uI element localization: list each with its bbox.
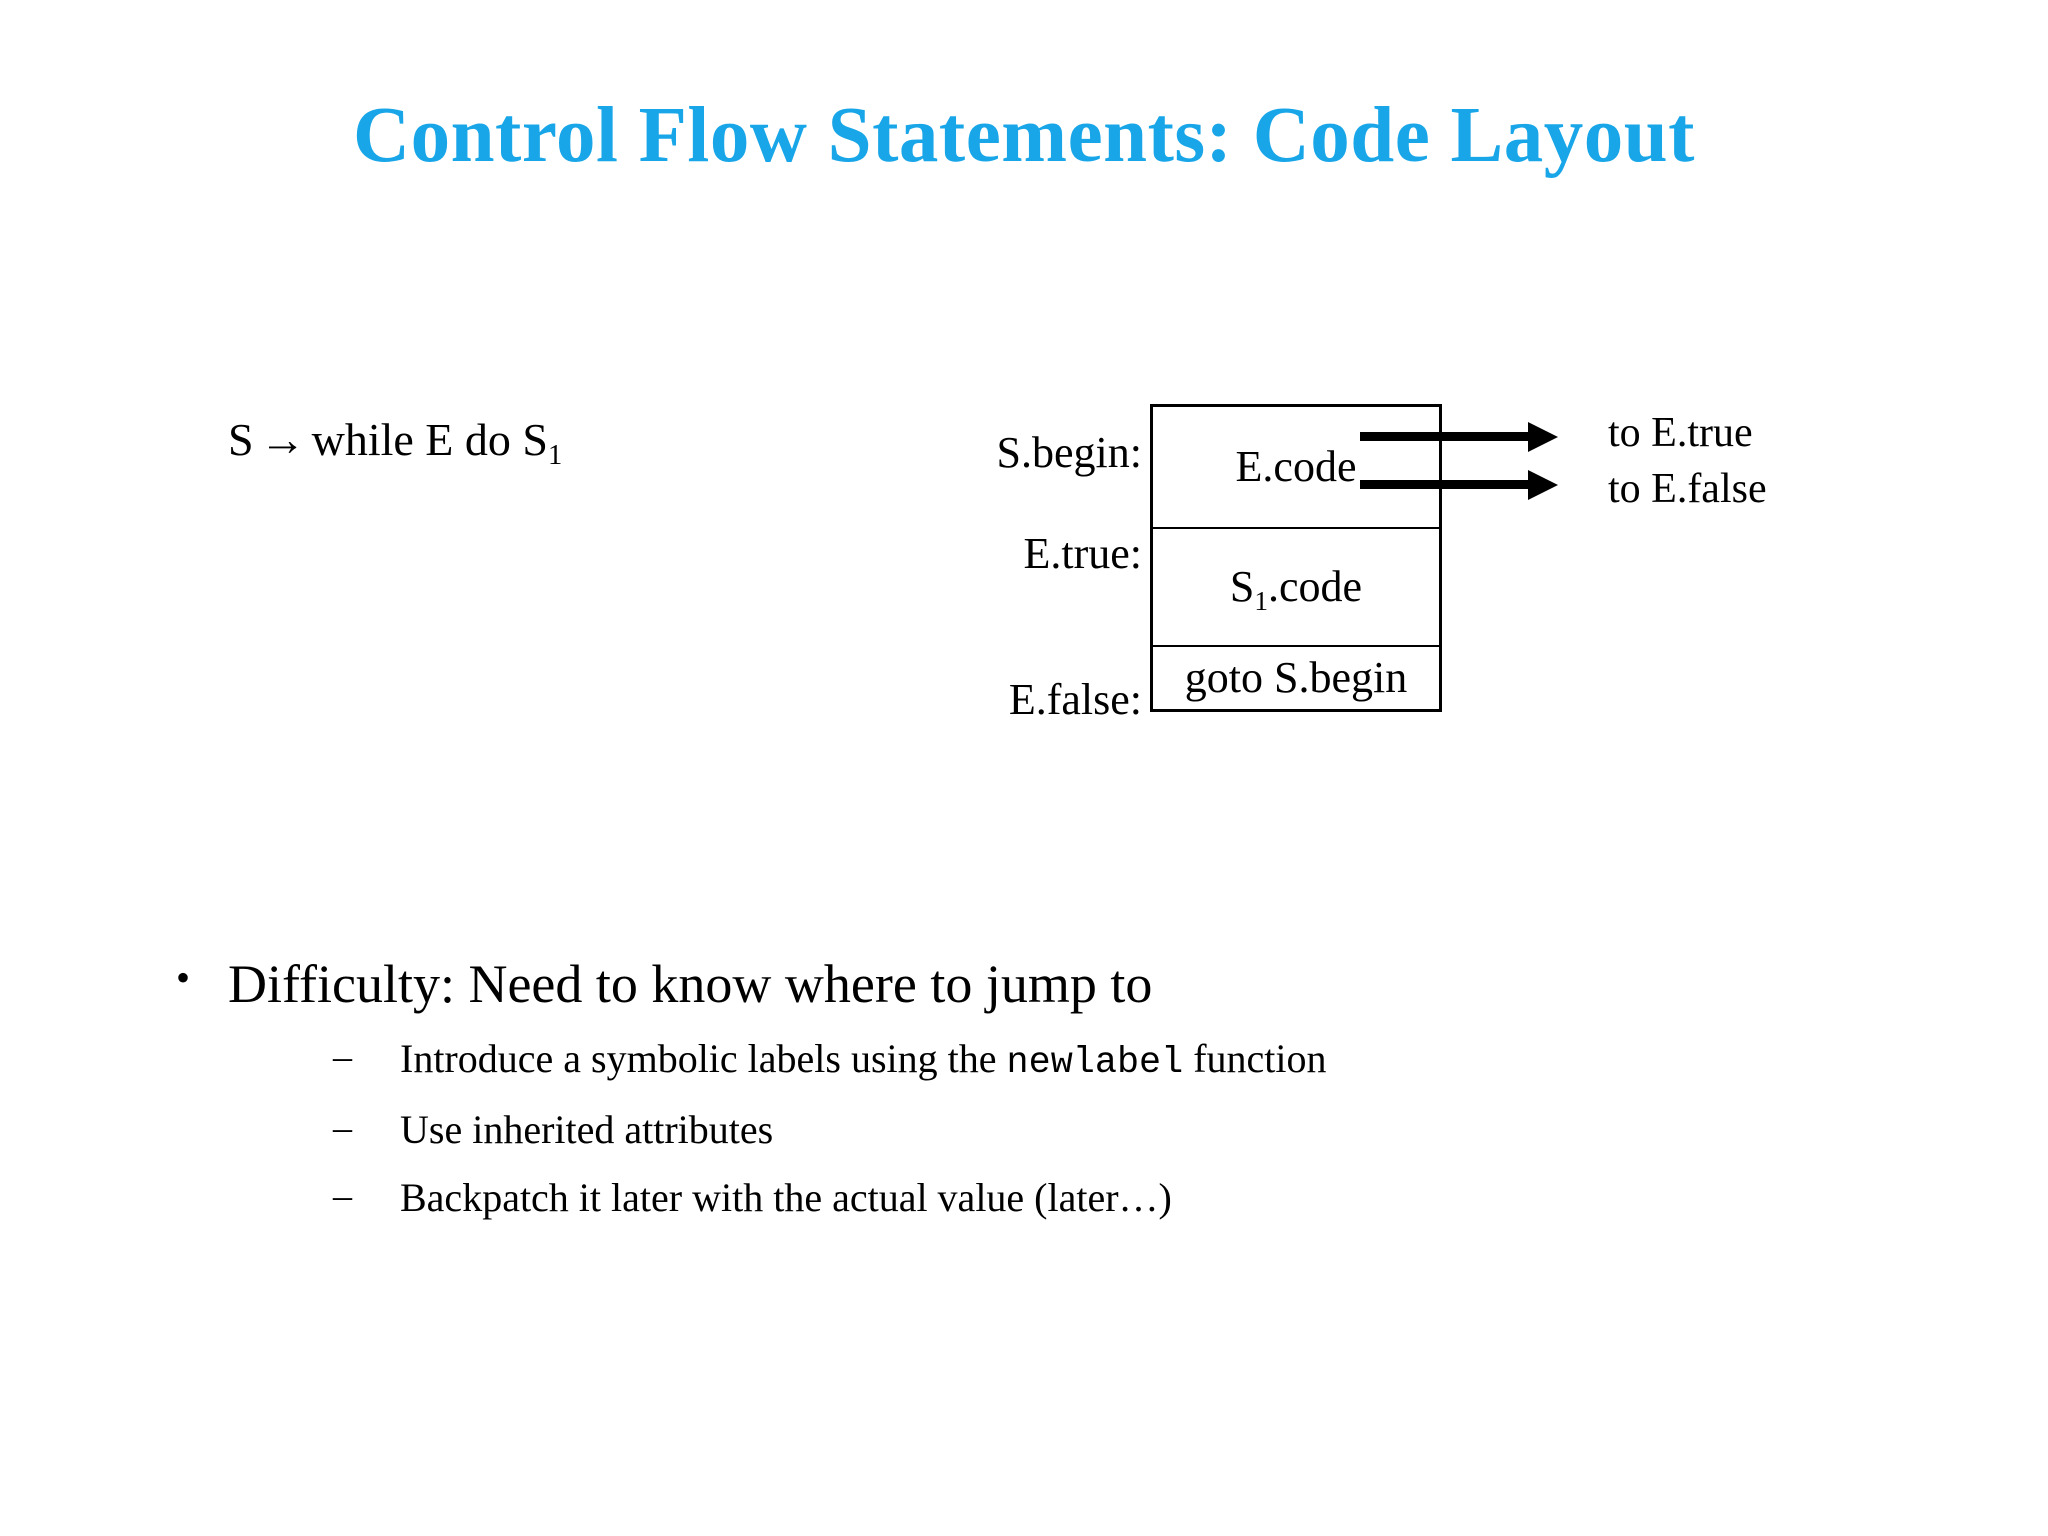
bullet-item-newlabel: – Introduce a symbolic labels using the n… bbox=[333, 1036, 2048, 1085]
bullet-item-newlabel-post: function bbox=[1183, 1036, 1327, 1082]
code-cell-s1-prefix: S bbox=[1229, 561, 1255, 611]
code-cell-s1-code: S1.code bbox=[1153, 529, 1439, 647]
code-cell-e-code-text: E.code bbox=[1235, 441, 1357, 491]
arrow-head bbox=[1528, 422, 1558, 452]
code-cell-s1-text: .code bbox=[1268, 561, 1363, 611]
bullet-marker-icon: • bbox=[176, 955, 191, 1000]
bullet-item-newlabel-pre: Introduce a symbolic labels using the bbox=[400, 1036, 1007, 1082]
code-cell-goto: goto S.begin bbox=[1153, 647, 1439, 709]
arrow-line bbox=[1360, 480, 1534, 489]
dash-marker-icon: – bbox=[333, 1106, 352, 1149]
bullet-list: • Difficulty: Need to know where to jump… bbox=[0, 954, 2048, 1221]
label-to-e-false: to E.false bbox=[1608, 466, 1767, 512]
label-e-false: E.false: bbox=[1008, 675, 1142, 724]
bullet-item-backpatch: – Backpatch it later with the actual valu… bbox=[333, 1174, 2048, 1221]
code-layout-diagram: S.begin: E.true: E.false: E.code S1.code… bbox=[960, 390, 1920, 810]
code-cell-goto-text: goto S.begin bbox=[1184, 652, 1408, 702]
code-box: E.code S1.code goto S.begin bbox=[1150, 404, 1442, 712]
dash-marker-icon: – bbox=[333, 1036, 352, 1079]
production-rule: S→while E do S1 bbox=[228, 414, 562, 471]
label-e-true: E.true: bbox=[1023, 529, 1142, 578]
bullet-item-inherited-attributes-text: Use inherited attributes bbox=[400, 1106, 774, 1152]
arrow-line bbox=[1360, 432, 1534, 441]
bullet-item-difficulty: • Difficulty: Need to know where to jump… bbox=[176, 954, 2048, 1014]
code-cell-e-code: E.code bbox=[1153, 407, 1439, 529]
bullet-item-difficulty-text: Difficulty: Need to know where to jump t… bbox=[228, 954, 1153, 1014]
bullet-item-inherited-attributes: – Use inherited attributes bbox=[333, 1106, 2048, 1153]
rightwards-arrow-icon: → bbox=[259, 414, 306, 465]
production-lhs: S bbox=[228, 414, 254, 465]
dash-marker-icon: – bbox=[333, 1174, 352, 1217]
page-title: Control Flow Statements: Code Layout bbox=[353, 92, 1695, 179]
arrow-head bbox=[1528, 470, 1558, 500]
code-cell-s1-subscript: 1 bbox=[1254, 585, 1269, 616]
label-s-begin: S.begin: bbox=[996, 428, 1142, 477]
label-to-e-true: to E.true bbox=[1608, 410, 1753, 456]
production-rhs-subscript: 1 bbox=[547, 440, 563, 472]
production-rhs: while E do S bbox=[311, 414, 548, 465]
bullet-item-newlabel-code: newlabel bbox=[1006, 1042, 1184, 1085]
bullet-item-backpatch-text: Backpatch it later with the actual value… bbox=[400, 1174, 1172, 1220]
